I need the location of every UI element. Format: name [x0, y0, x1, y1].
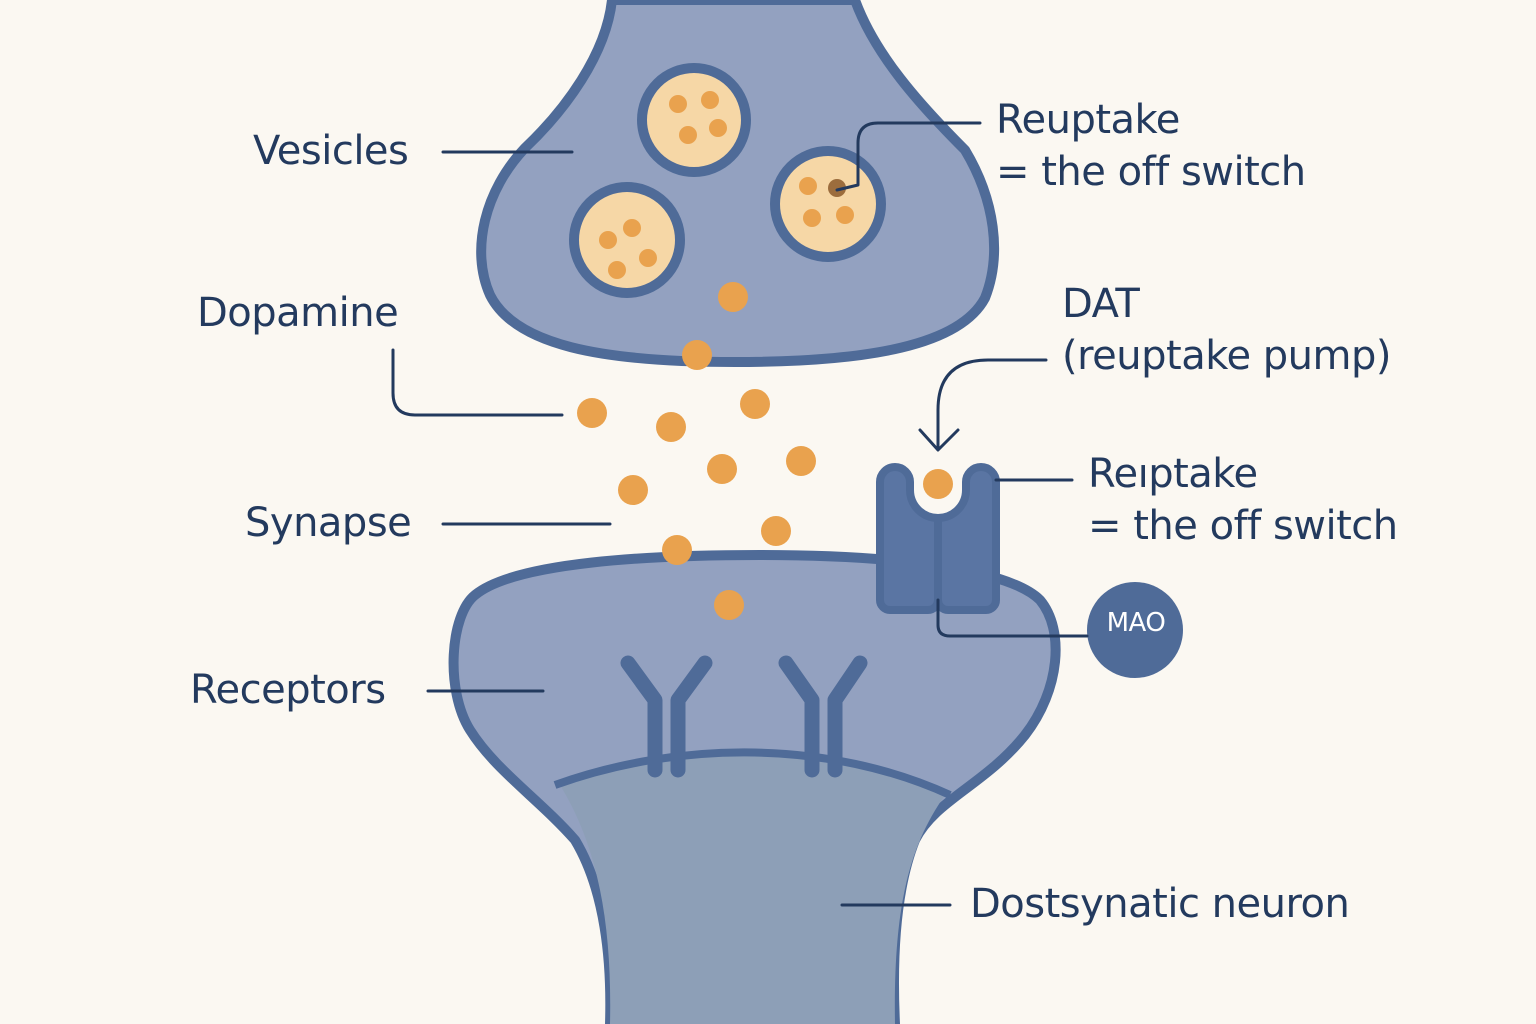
label-postsynaptic-neuron: Dostsynatic neuron [970, 881, 1350, 927]
label-reuptake-mid-line1: Reıptake [1088, 451, 1258, 497]
vesicle [569, 182, 685, 298]
dendrite-boundary [553, 748, 952, 799]
label-receptors: Receptors [190, 667, 386, 713]
label-dat-line2: (reuptake pump) [1062, 333, 1391, 379]
leader-dat-arrowhead [918, 428, 960, 452]
label-mao: MAO [1106, 608, 1166, 638]
leader-reuptake-top [835, 121, 982, 192]
postsynaptic-dendrite [560, 752, 945, 1024]
dopamine-molecule [662, 535, 692, 565]
dat-transporter [876, 463, 1000, 614]
label-reuptake-top-line1: Reuptake [996, 97, 1180, 143]
label-synapse: Synapse [245, 500, 412, 546]
dopamine-molecule [707, 454, 737, 484]
mao-enzyme [1087, 582, 1183, 678]
receptor [620, 655, 713, 778]
dopamine-molecule [577, 398, 607, 428]
dopamine-molecule [618, 475, 648, 505]
dopamine-molecule [923, 469, 953, 499]
label-reuptake-mid-line2: = the off switch [1088, 503, 1398, 549]
vesicle [770, 146, 886, 262]
receptor [778, 655, 868, 778]
dopamine-molecule [682, 340, 712, 370]
dopamine-molecule [656, 412, 686, 442]
leader-mao [936, 598, 1089, 638]
label-reuptake-top-line2: = the off switch [996, 149, 1306, 195]
label-dopamine: Dopamine [197, 290, 399, 336]
vesicle [637, 63, 751, 177]
leader-dopamine [391, 348, 564, 417]
label-vesicles: Vesicles [253, 128, 409, 174]
label-dat-line1: DAT [1062, 281, 1140, 327]
dopamine-molecule [718, 282, 748, 312]
dopamine-molecule [714, 590, 744, 620]
dopamine-molecule [740, 389, 770, 419]
dopamine-molecule [761, 516, 791, 546]
dopamine-molecule [786, 446, 816, 476]
dopamine-molecules [577, 282, 953, 620]
leader-dat [936, 358, 1048, 450]
